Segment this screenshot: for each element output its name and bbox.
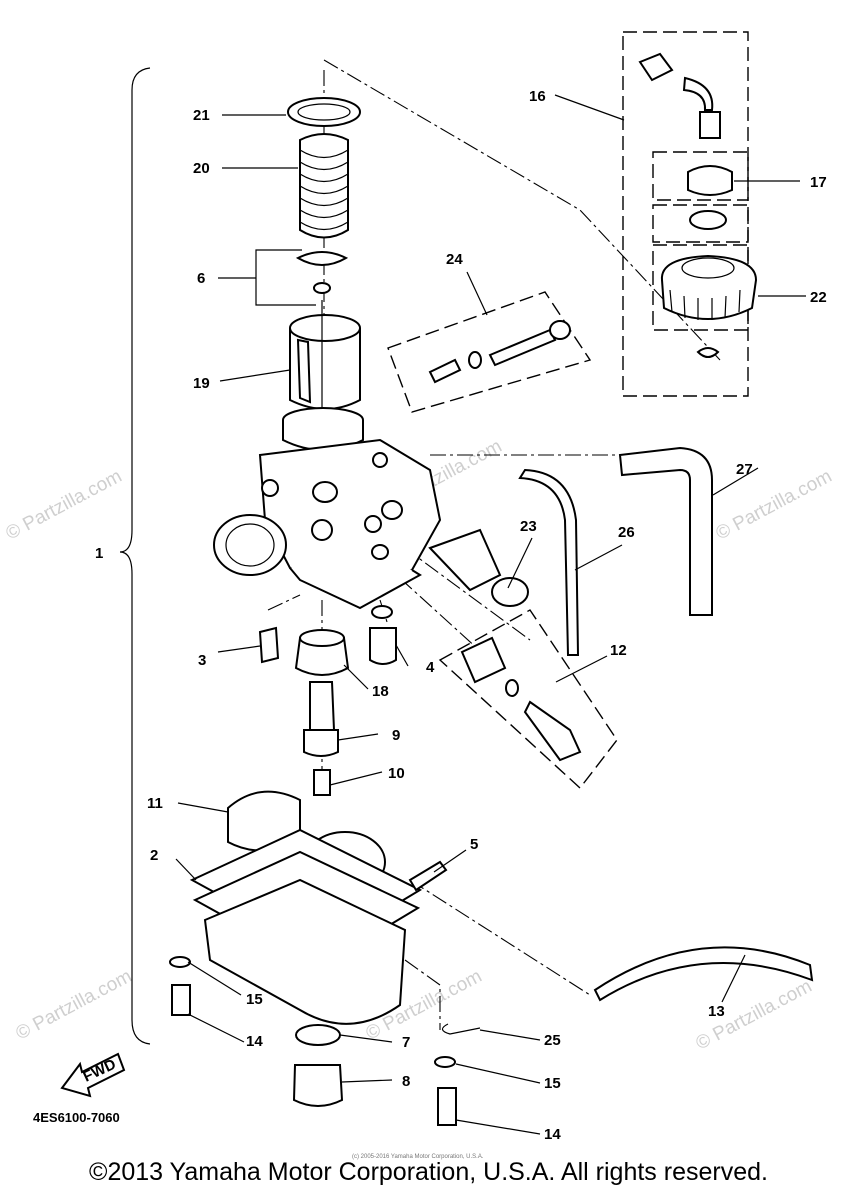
diaphragm-ring-21 [287,97,361,127]
float-pin-5 [408,860,448,892]
callout-19: 19 [193,375,210,392]
tiny-copyright-notice: (c) 2005-2016 Yamaha Motor Corporation, … [352,1154,484,1160]
fwd-arrow-icon: FWD [60,1052,126,1098]
callout-14: 14 [246,1033,263,1050]
hose-clip-25 [441,1023,481,1035]
callout-14-lower: 14 [544,1126,561,1143]
top-cap-22 [660,254,758,320]
callout-5: 5 [470,836,478,853]
screw-set-24 [428,320,571,384]
throttle-spring-20 [299,133,349,239]
callout-1: 1 [95,545,103,562]
float-bowl-2 [189,828,423,1025]
callout-3: 3 [198,652,206,669]
copyright-footer: ©2013 Yamaha Motor Corporation, U.S.A. A… [89,1158,768,1186]
idle-screw-set-12 [460,636,582,762]
main-jet-10 [313,769,331,796]
cap-17 [687,165,733,196]
callout-10: 10 [388,765,405,782]
o-ring-7 [295,1024,341,1046]
pilot-jet-3 [258,626,280,664]
callout-21: 21 [193,107,210,124]
starter-plunger-23 [428,528,529,607]
carburetor-body [213,407,442,610]
callout-27: 27 [736,461,753,478]
watermark-left: © Partzilla.com [2,466,125,545]
callout-25: 25 [544,1032,561,1049]
callout-13: 13 [708,1003,725,1020]
assembly-brace [119,67,151,1045]
callout-20: 20 [193,160,210,177]
kit-boxes [387,31,749,790]
vent-hose-26 [518,468,580,656]
callout-8: 8 [402,1073,410,1090]
callout-16: 16 [529,88,546,105]
drain-hose-13 [593,946,814,1002]
callout-9: 9 [392,727,400,744]
callout-7: 7 [402,1034,410,1051]
watermark-bottom-left: © Partzilla.com [12,966,135,1045]
vent-hose-27 [618,446,713,616]
washer-17 [689,210,727,230]
main-nozzle-9 [303,681,339,757]
screw-4 [369,605,397,665]
drain-plug-8 [292,1064,344,1107]
callout-26: 26 [618,524,635,541]
callout-17: 17 [810,174,827,191]
callout-labels: 21 20 6 19 16 17 22 24 23 26 27 1 12 3 4… [95,88,827,1143]
callout-18: 18 [372,683,389,700]
needle-plate-6 [295,251,349,266]
callout-11: 11 [147,795,163,812]
callout-12: 12 [610,642,627,659]
callout-15: 15 [246,991,263,1008]
watermark-right: © Partzilla.com [712,466,835,545]
part-code: 4ES6100-7060 [33,1110,120,1125]
needle-jet-holder-18 [294,629,350,676]
callout-6: 6 [197,270,205,287]
washer-15 [169,956,191,968]
clip-6 [313,282,331,294]
washer-15-lower [434,1056,456,1068]
callout-22: 22 [810,289,827,306]
callout-24: 24 [446,251,463,268]
circlip-22 [696,347,720,358]
callout-4: 4 [426,659,435,676]
throttle-valve-19 [289,300,361,410]
callout-15-lower: 15 [544,1075,561,1092]
elbow-fitting-16 [638,52,721,139]
leader-lines [175,94,806,1135]
screw-14 [171,984,191,1016]
callout-2: 2 [150,847,158,864]
screw-14-lower [437,1087,457,1126]
callout-23: 23 [520,518,537,535]
